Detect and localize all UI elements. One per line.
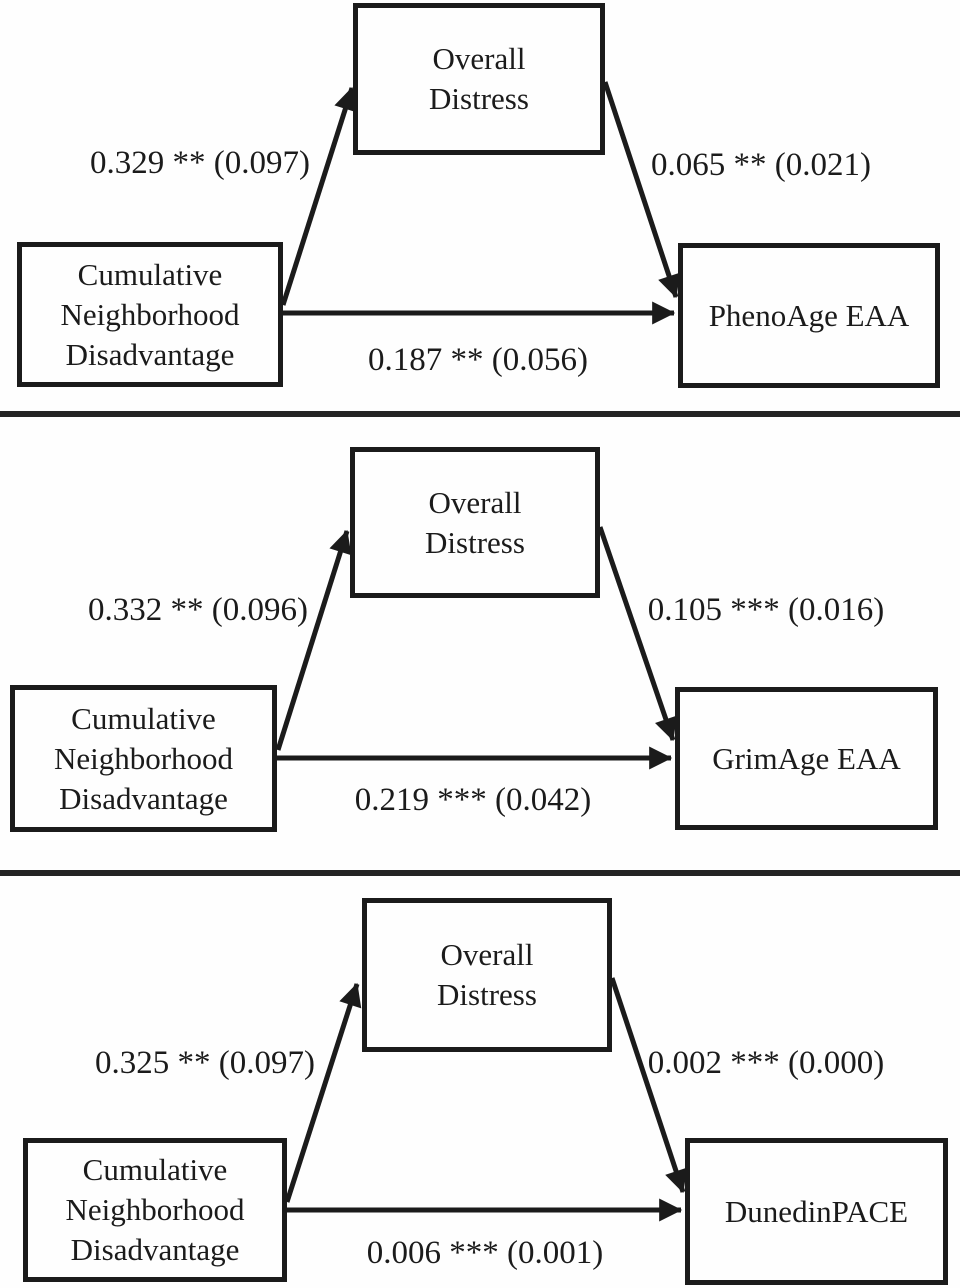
predictor-label: Cumulative Neighborhood Disadvantage xyxy=(53,700,234,816)
predictor-label: Cumulative Neighborhood Disadvantage xyxy=(60,256,240,372)
path-a-coefficient: 0.329 ** (0.097) xyxy=(90,145,310,181)
outcome-box: GrimAge EAA xyxy=(675,687,938,830)
mediator-box: Overall Distress xyxy=(362,898,612,1052)
panel-divider xyxy=(0,870,960,876)
path-c-coefficient: 0.187 ** (0.056) xyxy=(368,342,588,378)
mediator-label: Overall Distress xyxy=(425,484,525,560)
mediator-box: Overall Distress xyxy=(350,447,600,598)
predictor-box: Cumulative Neighborhood Disadvantage xyxy=(23,1138,287,1282)
predictor-box: Cumulative Neighborhood Disadvantage xyxy=(10,685,277,832)
mediator-label: Overall Distress xyxy=(437,937,537,1012)
outcome-box: PhenoAge EAA xyxy=(678,243,940,388)
outcome-label: PhenoAge EAA xyxy=(708,297,910,333)
outcome-label: GrimAge EAA xyxy=(712,740,901,776)
mediator-label: Overall Distress xyxy=(429,41,529,116)
path-b-coefficient: 0.002 *** (0.000) xyxy=(647,1045,885,1081)
panel-grimage: Overall Distress Cumulative Neighborhood… xyxy=(0,417,960,870)
outcome-box: DunedinPACE xyxy=(685,1138,948,1285)
outcome-label: DunedinPACE xyxy=(724,1193,909,1229)
path-b-coefficient: 0.065 ** (0.021) xyxy=(651,147,871,183)
panel-divider xyxy=(0,411,960,417)
path-c-coefficient: 0.006 *** (0.001) xyxy=(366,1235,604,1271)
path-a-coefficient: 0.325 ** (0.097) xyxy=(95,1045,315,1081)
path-b-coefficient: 0.105 *** (0.016) xyxy=(647,592,885,628)
mediator-box: Overall Distress xyxy=(353,3,605,155)
predictor-label: Cumulative Neighborhood Disadvantage xyxy=(65,1152,245,1267)
panel-dunedinpace: Overall Distress Cumulative Neighborhood… xyxy=(0,876,960,1288)
panel-phenoage: Overall Distress Cumulative Neighborhood… xyxy=(0,0,960,411)
predictor-box: Cumulative Neighborhood Disadvantage xyxy=(17,242,283,387)
path-a-coefficient: 0.332 ** (0.096) xyxy=(88,592,308,628)
path-c-coefficient: 0.219 *** (0.042) xyxy=(354,782,592,818)
